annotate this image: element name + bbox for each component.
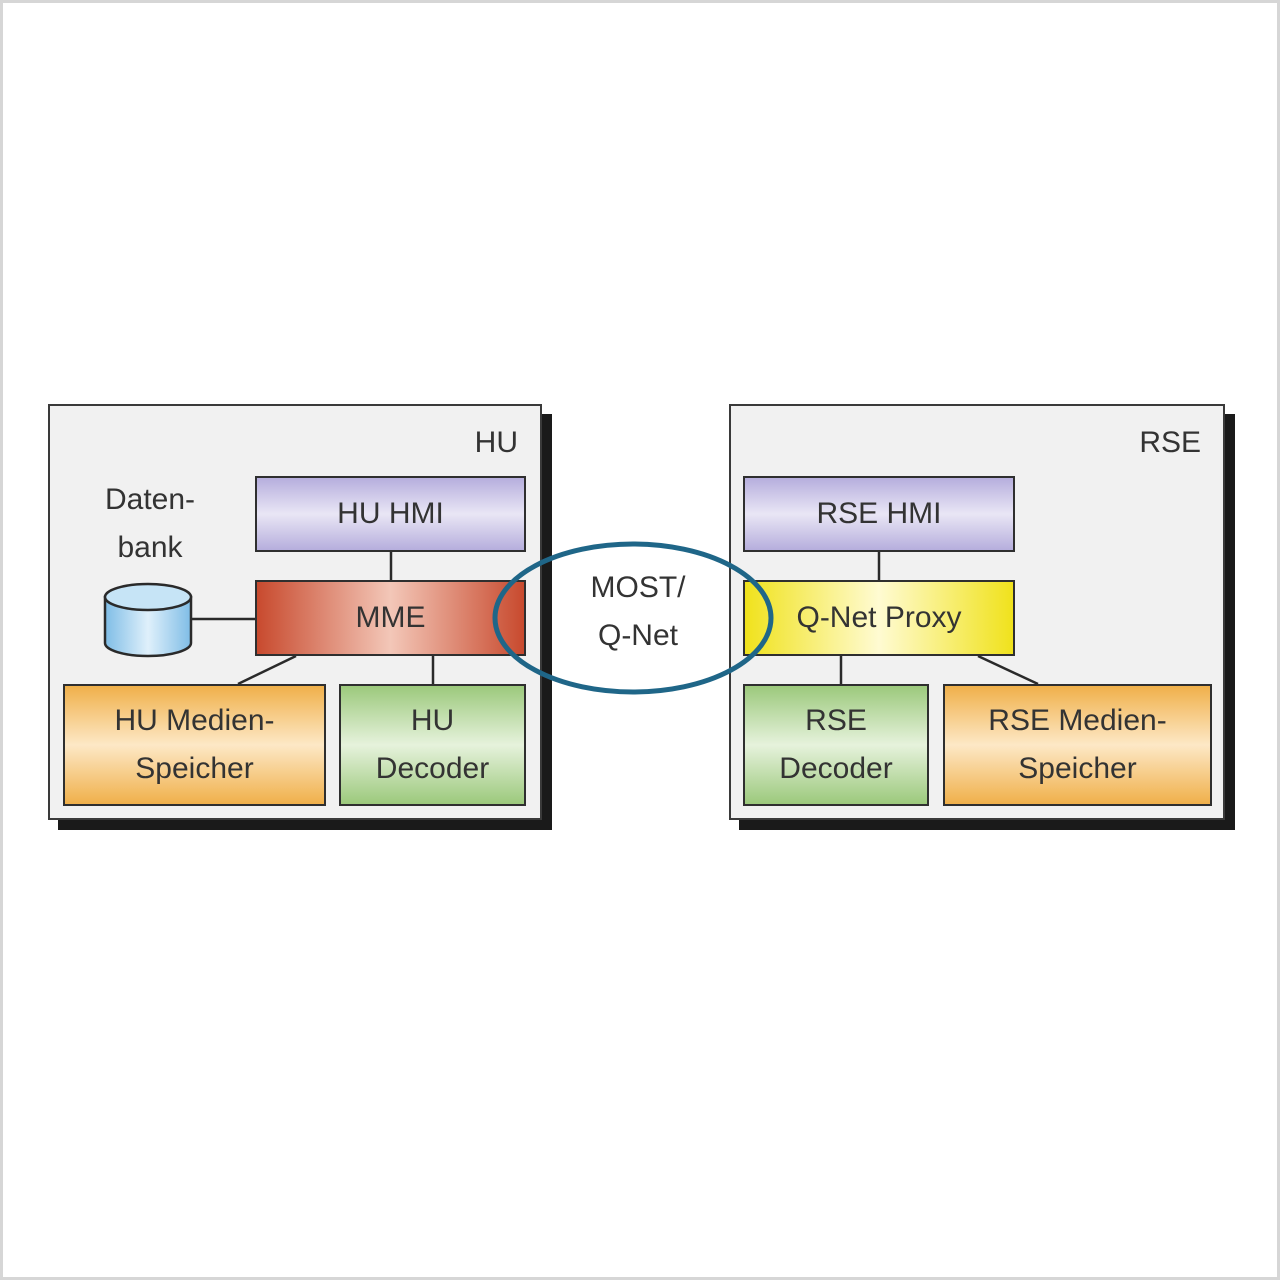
- proxy-media-connector: [977, 654, 1039, 686]
- rse-decoder-box: RSE Decoder: [743, 684, 929, 806]
- qnet-proxy-box: Q-Net Proxy: [743, 580, 1015, 656]
- most-qnet-label: MOST/ Q-Net: [590, 571, 686, 652]
- rse-media-storage-box: RSE Medien- Speicher: [943, 684, 1212, 806]
- database-cylinder-icon: [103, 582, 193, 658]
- rse-unit-label: RSE: [1139, 426, 1201, 459]
- mme-box: MME: [255, 580, 526, 656]
- hu-unit-label: HU: [474, 426, 518, 459]
- mme-media-connector: [237, 654, 297, 686]
- hu-media-storage-box: HU Medien- Speicher: [63, 684, 326, 806]
- database-label: Daten- bank: [104, 483, 196, 564]
- hu-hmi-box: HU HMI: [255, 476, 526, 552]
- most-qnet-ring: [492, 541, 774, 695]
- hu-decoder-box: HU Decoder: [339, 684, 526, 806]
- rse-hmi-box: RSE HMI: [743, 476, 1015, 552]
